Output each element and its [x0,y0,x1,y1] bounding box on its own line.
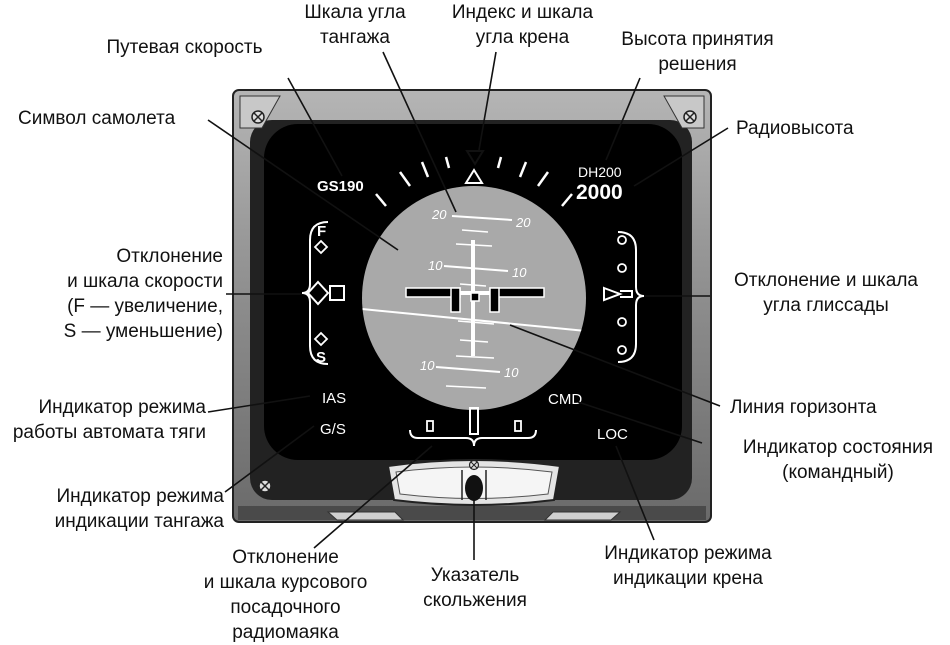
decision-height-readout: DH200 [578,164,622,180]
callout-text: угла крена [475,27,570,48]
speed-scale-fast-label: F [317,223,326,240]
localizer-pointer-icon [469,407,479,435]
callout-radio-altitude: Радиовысота [736,116,886,141]
ground-speed-readout: GS190 [317,178,364,195]
callout-text: угла глиссады [763,295,889,316]
leader-lines [207,51,729,560]
pitch-mark-down10-left: 10 [420,358,435,373]
callout-text: Индикатор режима [604,543,772,564]
pitch-mark-up20-left: 20 [431,207,447,222]
roll-pointer-icon [464,168,484,184]
roll-mode-annunciator: LOC [597,426,628,443]
pitch-mark-up20-right: 20 [515,215,531,230]
callout-pitch-mode: Индикатор режима индикации тангажа [14,484,224,534]
callout-text: Символ самолета [18,108,176,129]
callout-text: Путевая скорость [106,37,263,58]
pitch-mode-annunciator: G/S [320,421,346,438]
callout-text: Индекс и шкала [451,2,594,23]
callout-text: Индикатор режима [38,397,206,418]
bezel-screw-bottom-left [258,479,272,493]
pitch-mark-down10-right: 10 [504,365,519,380]
roll-index-icon [465,150,485,166]
callout-localizer: Отклонение и шкала курсового посадочного… [198,545,373,645]
callout-text: радиомаяка [232,622,339,643]
callout-text: Шкала угла [304,2,406,23]
glideslope-pointer-icon [603,286,633,302]
callout-text: решения [658,54,737,75]
callout-text: индикации крена [613,568,763,589]
callout-text: Высота принятия [621,29,774,50]
callout-glideslope: Отклонение и шкала угла глиссады [712,268,940,318]
callout-roll-mode: Индикатор режима индикации крена [578,541,798,591]
callout-roll-index: Индекс и шкала угла крена [435,0,610,50]
callout-text: Отклонение [116,246,223,267]
callout-text: (F — увеличение, [67,296,223,317]
callout-pitch-scale: Шкала угла тангажа [300,0,410,50]
callout-airplane-symbol: Символ самолета [18,106,208,131]
callout-text: и шкала курсового [203,572,368,593]
callout-text: Отклонение [232,547,339,568]
callout-ground-speed: Путевая скорость [92,35,277,60]
callout-text: скольжения [423,590,527,611]
autothrottle-mode-annunciator: IAS [322,390,346,407]
callout-autothrottle-mode: Индикатор режима работы автомата тяги [0,395,206,445]
airplane-symbol [405,287,545,313]
callout-status: Индикатор состояния (командный) [728,435,948,485]
status-annunciator: CMD [548,391,582,408]
callout-text: тангажа [320,27,390,48]
callout-text: (командный) [782,462,894,483]
callout-horizon: Линия горизонта [730,395,910,420]
speed-deviation-scale [301,221,345,365]
speed-scale-slow-label: S [316,349,326,366]
attitude-sphere [362,186,586,410]
localizer-scale [409,407,537,447]
callout-text: Указатель [430,565,520,586]
callout-text: индикации тангажа [54,511,224,532]
radio-altitude-readout: 2000 [576,181,623,204]
callout-slip: Указатель скольжения [400,563,550,613]
callout-speed-deviation: Отклонение и шкала скорости (F — увеличе… [20,244,223,344]
pitch-mark-up10-left: 10 [428,258,443,273]
roll-scale [375,156,573,207]
callout-text: работы автомата тяги [12,422,206,443]
bezel-screw-top-right [683,110,697,124]
callout-text: посадочного [230,597,341,618]
callout-text: Отклонение и шкала [734,270,918,291]
pitch-mark-up10-right: 10 [512,265,527,280]
speed-pointer-icon [329,285,345,301]
callout-text: Радиовысота [736,118,854,139]
callout-text: Индикатор состояния [742,437,934,458]
callout-text: и шкала скорости [67,271,223,292]
slip-ball-icon [465,475,483,501]
callout-text: Индикатор режима [56,486,224,507]
callout-text: S — уменьшение) [63,321,223,342]
bezel-screw-top-left [251,110,265,124]
callout-text: Линия горизонта [730,397,877,418]
slip-indicator [326,459,622,521]
callout-decision-height: Высота принятия решения [605,27,790,77]
